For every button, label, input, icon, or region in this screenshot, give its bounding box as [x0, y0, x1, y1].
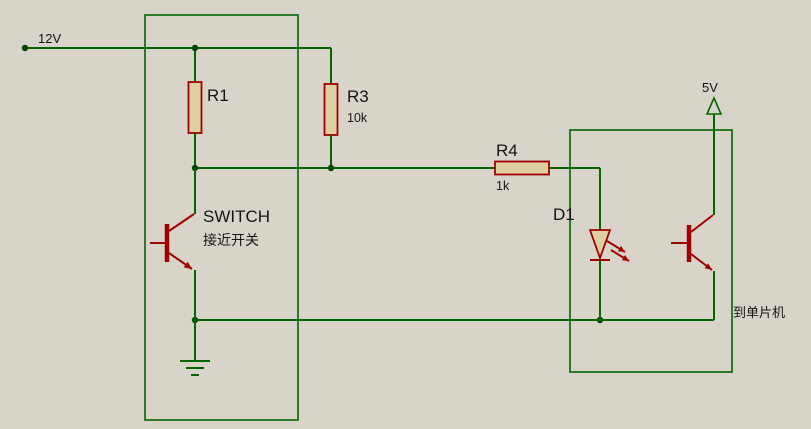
label-switch-note: 接近开关: [203, 232, 259, 248]
label-d1: D1: [553, 205, 575, 224]
group-box-switch[interactable]: [144, 14, 299, 421]
emitter-arrow-icon: [183, 261, 192, 269]
resistor-body[interactable]: [187, 81, 203, 134]
led-triangle[interactable]: [588, 229, 612, 261]
led-emission-arrowhead-icon: [621, 255, 629, 261]
label-12v: 12V: [38, 31, 61, 46]
terminal-12v[interactable]: [21, 44, 29, 52]
label-r4-value: 1k: [496, 179, 510, 193]
label-r3: R3: [347, 87, 369, 106]
phototransistor[interactable]: [671, 214, 715, 320]
label-5v: 5V: [702, 80, 718, 95]
group-box-optocoupler[interactable]: [569, 129, 733, 373]
label-r4: R4: [496, 141, 518, 160]
resistor-r1[interactable]: [187, 48, 203, 168]
junction-dot: [327, 164, 335, 172]
resistor-r3[interactable]: [323, 48, 339, 168]
power-terminal-5v[interactable]: [705, 96, 723, 215]
emitter-arrow-icon: [704, 263, 712, 270]
label-r3-value: 10k: [347, 111, 368, 125]
resistor-body[interactable]: [323, 83, 339, 136]
transistor-collector[interactable]: [168, 213, 195, 232]
label-r1: R1: [207, 86, 229, 105]
transistor-collector[interactable]: [690, 214, 714, 233]
resistor-r4[interactable]: [494, 160, 600, 176]
transistor-switch[interactable]: [150, 168, 196, 320]
led-d1[interactable]: [588, 168, 630, 320]
junction-dot: [191, 44, 199, 52]
label-switch: SWITCH: [203, 207, 270, 226]
label-output-note: 到单片机: [733, 305, 785, 320]
resistor-body[interactable]: [494, 160, 550, 176]
led-emission-arrowhead-icon: [617, 246, 625, 252]
power-arrow-icon: [705, 96, 723, 115]
ground-symbol[interactable]: [180, 320, 210, 376]
